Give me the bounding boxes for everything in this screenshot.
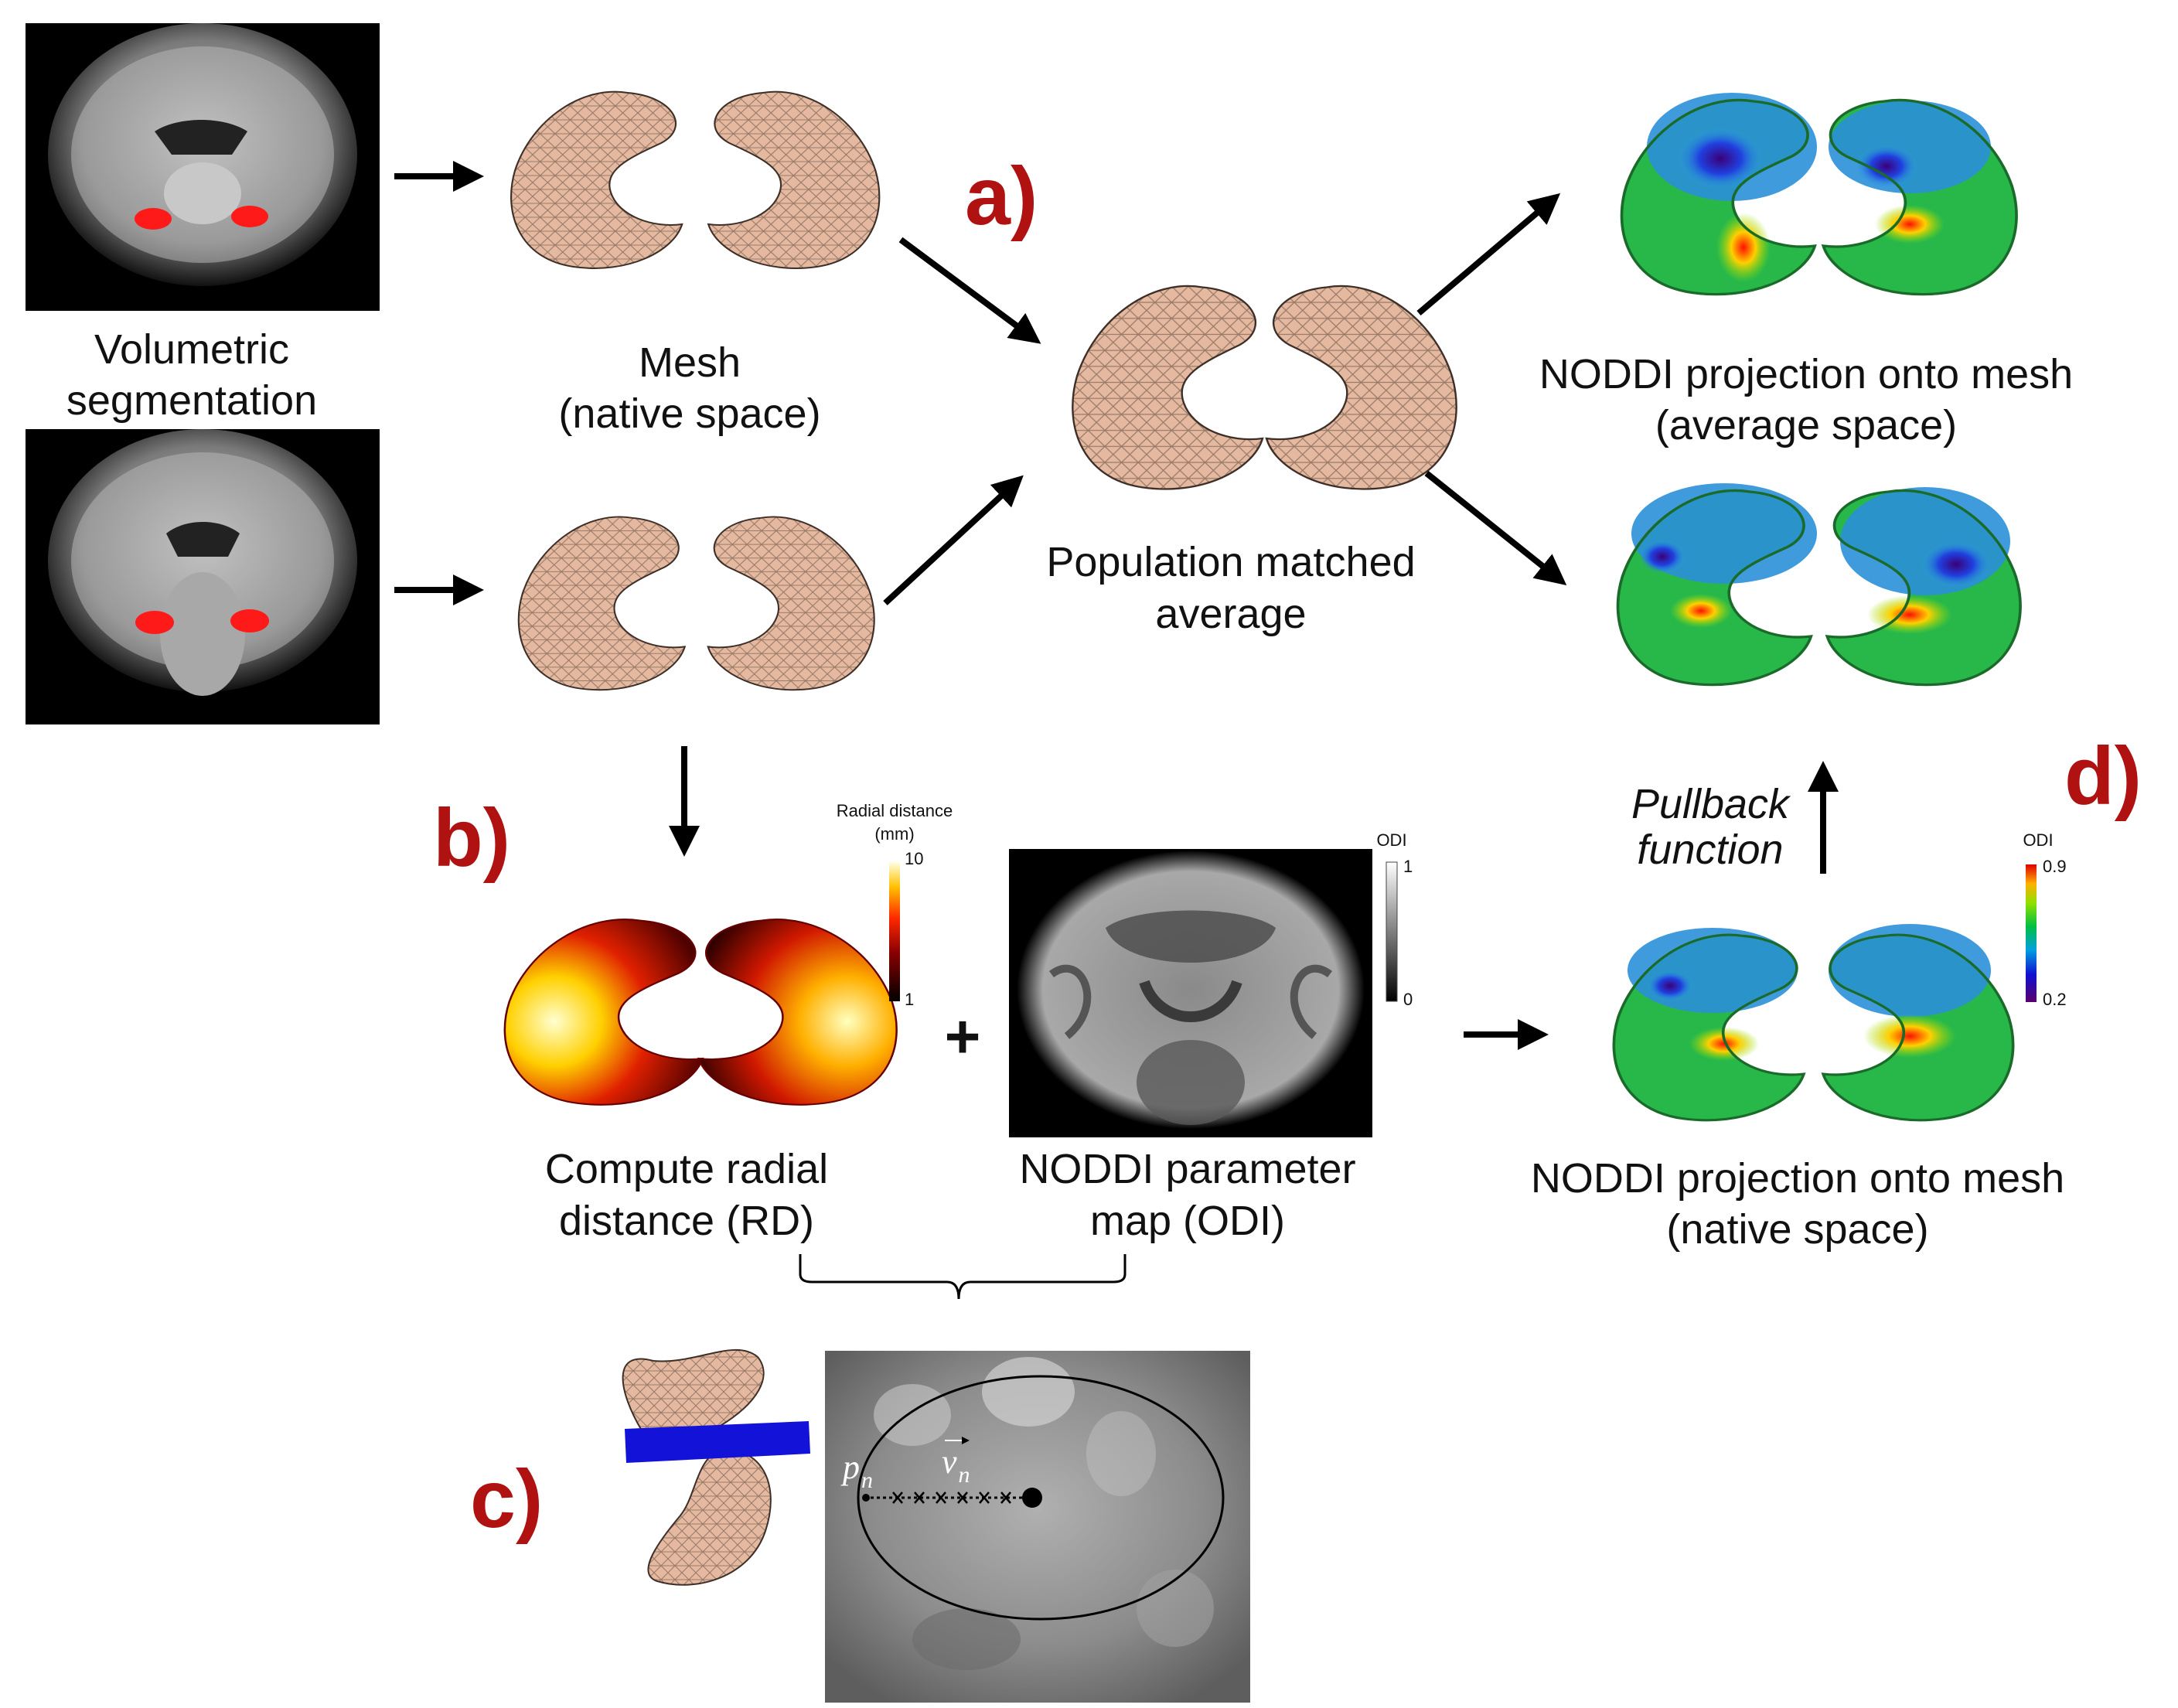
colorbar-odi-gray-title: ODI (1376, 830, 1406, 850)
brace (799, 1254, 1126, 1300)
caption-odi-map-1: NODDI parameter (1019, 1146, 1355, 1192)
centroid-point (1022, 1488, 1042, 1508)
caption-noddi-avg-1: NODDI projection onto mesh (1539, 351, 2073, 397)
caption-odi-map-2: map (ODI) (1090, 1198, 1285, 1244)
colorbar-odi-color-min: 0.2 (2043, 990, 2067, 1009)
caption-average-2: average (1155, 591, 1306, 637)
mesh-native-top (510, 90, 881, 270)
colorbar-odi-color-max: 0.9 (2043, 857, 2067, 876)
panel-label-c: c) (470, 1454, 543, 1545)
caption-mesh-2: (native space) (558, 390, 820, 437)
caption-mesh-1: Mesh (639, 339, 741, 386)
panel-label-a: a) (965, 151, 1038, 242)
caption-noddi-avg-2: (average space) (1655, 402, 1957, 448)
noddi-mesh-native (1612, 924, 2015, 1122)
noddi-mesh-average-bottom (1616, 483, 2022, 687)
arrow-mesh-top-to-average (898, 237, 1041, 344)
hippocampus-cross-section: pn vn (825, 1351, 1250, 1703)
slice-plane (625, 1421, 810, 1463)
segmentation-left-top (135, 208, 172, 230)
caption-pullback-2: function (1637, 827, 1783, 873)
label-p: pn (840, 1448, 873, 1493)
colorbar-odi-gray (1386, 861, 1398, 1002)
segmentation-left-bottom (135, 611, 174, 634)
sample-markers (892, 1492, 1011, 1504)
hippocampus-boundary (857, 1375, 1225, 1621)
mri-slice-top (26, 23, 380, 311)
colorbar-odi-gray-min: 0 (1403, 990, 1413, 1009)
mesh-native-bottom (517, 516, 875, 691)
caption-volumetric-1: Volumetric (94, 326, 289, 373)
arrow-average-to-noddi-bottom (1424, 470, 1567, 585)
segmentation-right-top (231, 206, 268, 227)
caption-rd-2: distance (RD) (559, 1198, 814, 1244)
colorbar-rd (889, 862, 900, 1001)
mesh-average (1072, 285, 1457, 490)
hippocampus-slice-mesh (622, 1349, 810, 1586)
colorbar-rd-max: 10 (905, 849, 923, 868)
odi-parameter-map (1009, 849, 1372, 1137)
rd-colored-mesh (503, 918, 898, 1106)
panel-label-d: d) (2064, 731, 2142, 822)
caption-average-1: Population matched (1046, 539, 1415, 585)
caption-rd-1: Compute radial (545, 1146, 828, 1192)
panel-label-b: b) (433, 793, 510, 884)
plus-sign: + (945, 1002, 981, 1071)
label-v: vn (942, 1443, 970, 1488)
caption-noddi-native-2: (native space) (1666, 1206, 1928, 1253)
mri-slice-bottom (26, 429, 380, 724)
caption-noddi-native-1: NODDI projection onto mesh (1531, 1155, 2064, 1202)
arrow-mesh-bottom-to-average (883, 475, 1024, 605)
colorbar-rd-title-2: (mm) (874, 824, 914, 844)
colorbar-odi-color (2026, 864, 2037, 1002)
colorbar-odi-gray-max: 1 (1403, 857, 1413, 876)
segmentation-right-bottom (230, 609, 269, 632)
colorbar-rd-title-1: Radial distance (837, 801, 953, 820)
colorbar-odi-color-title: ODI (2023, 830, 2053, 850)
noddi-mesh-average-top (1620, 93, 2018, 296)
boundary-point (862, 1494, 870, 1502)
caption-volumetric-2: segmentation (66, 377, 317, 424)
caption-pullback-1: Pullback (1631, 781, 1791, 827)
arrow-average-to-noddi-top (1416, 193, 1561, 316)
colorbar-rd-min: 1 (905, 990, 914, 1009)
